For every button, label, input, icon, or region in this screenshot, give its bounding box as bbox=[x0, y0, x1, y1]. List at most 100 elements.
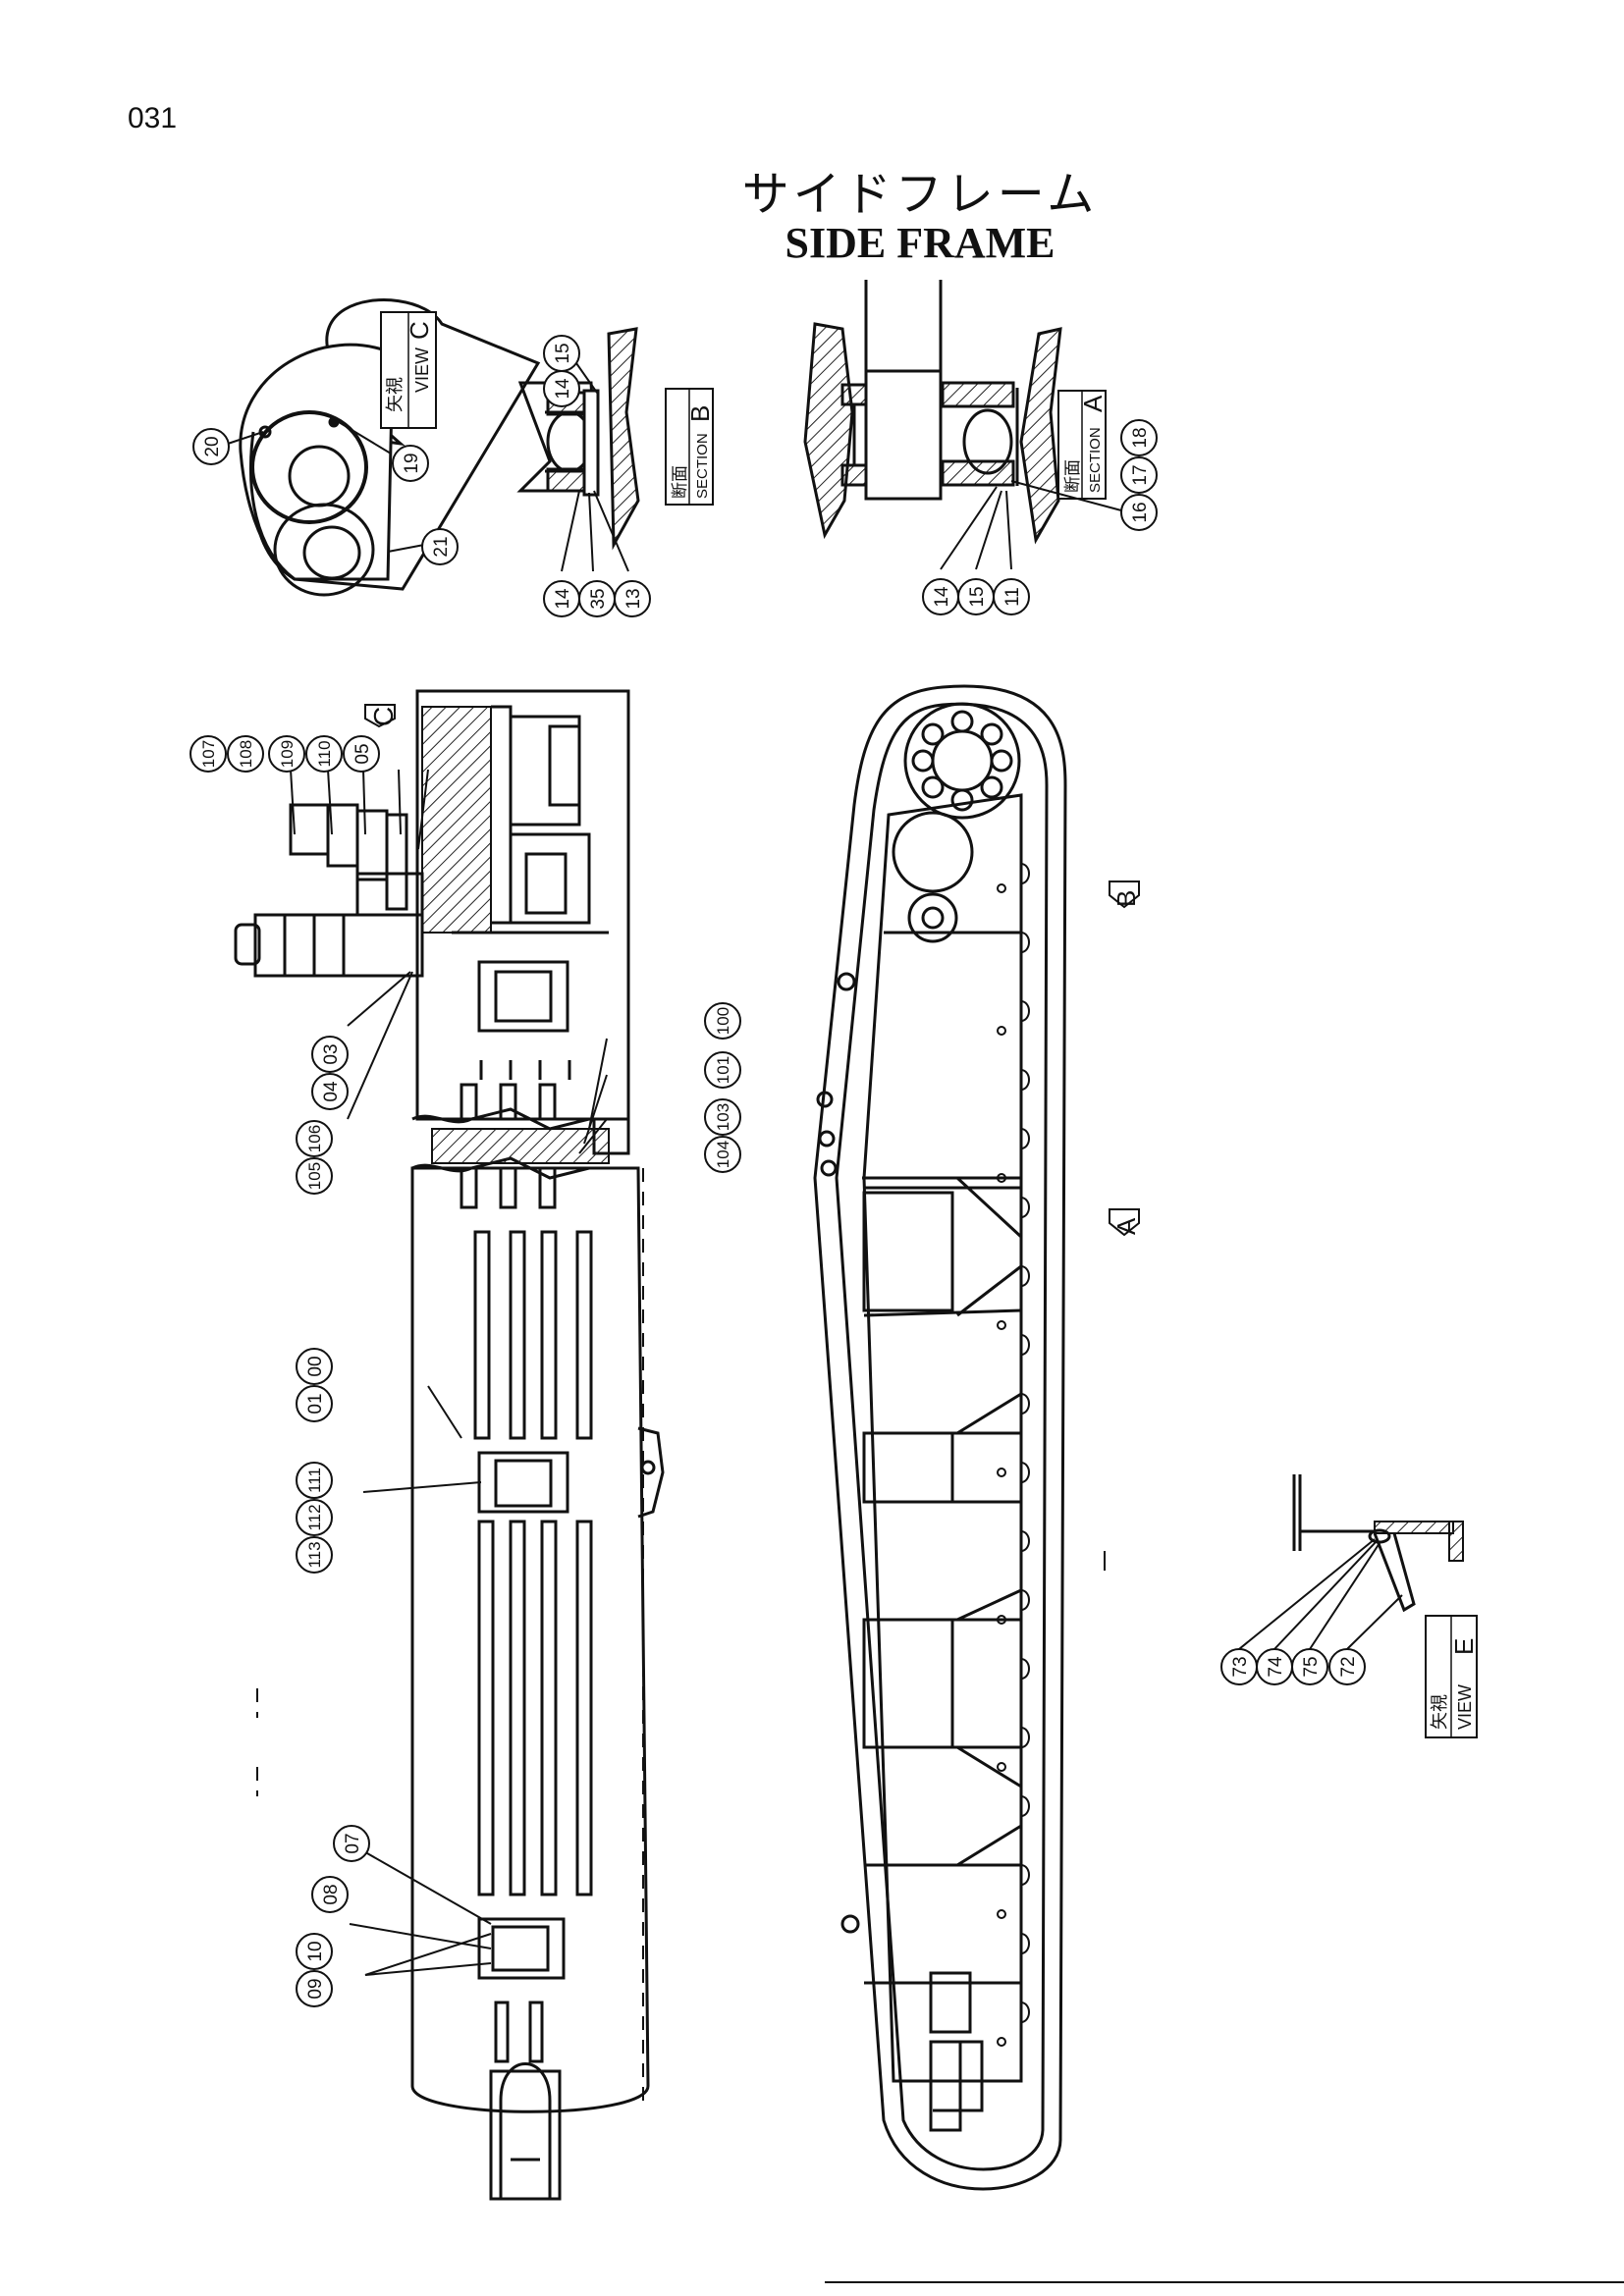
callout-73: 73 bbox=[1220, 1648, 1258, 1685]
svg-text:17: 17 bbox=[1130, 464, 1151, 485]
section-a-jp: 断面 bbox=[1063, 459, 1082, 493]
callout-103: 103 bbox=[704, 1098, 741, 1136]
callout-109: 109 bbox=[268, 735, 305, 773]
arrow-a-letter: A bbox=[1111, 1217, 1141, 1235]
side-frame-top-view bbox=[234, 689, 665, 2201]
page-number: 031 bbox=[128, 102, 178, 134]
callout-108: 108 bbox=[227, 735, 264, 773]
svg-text:109: 109 bbox=[278, 740, 297, 768]
callout-74: 74 bbox=[1256, 1648, 1293, 1685]
svg-text:108: 108 bbox=[237, 740, 255, 768]
centerlines bbox=[256, 691, 644, 2101]
view-e-callout-balloons: 73 74 75 72 bbox=[1220, 1648, 1366, 1685]
svg-text:20: 20 bbox=[202, 436, 223, 456]
svg-text:74: 74 bbox=[1266, 1656, 1286, 1678]
callout-08: 08 bbox=[311, 1876, 349, 1913]
svg-text:16: 16 bbox=[1130, 502, 1151, 522]
svg-text:07: 07 bbox=[343, 1833, 363, 1853]
callout-113: 113 bbox=[296, 1536, 333, 1574]
callout-35: 35 bbox=[578, 580, 616, 617]
view-c-arrow: C bbox=[364, 704, 399, 728]
svg-text:113: 113 bbox=[305, 1541, 324, 1568]
callout-100: 100 bbox=[704, 1002, 741, 1040]
svg-text:15: 15 bbox=[967, 586, 988, 607]
callout-18: 18 bbox=[1120, 419, 1158, 456]
view-c-label: 矢視 VIEW C bbox=[380, 311, 437, 429]
callout-14: 14 bbox=[922, 578, 959, 615]
svg-text:105: 105 bbox=[305, 1162, 324, 1190]
svg-text:08: 08 bbox=[321, 1884, 342, 1904]
svg-text:00: 00 bbox=[305, 1356, 326, 1376]
svg-text:14: 14 bbox=[932, 586, 952, 608]
callout-14: 14 bbox=[543, 580, 580, 617]
frame-leaders bbox=[290, 769, 608, 1976]
svg-text:100: 100 bbox=[714, 1007, 732, 1035]
callout-17: 17 bbox=[1120, 456, 1158, 494]
section-a-arrow: A bbox=[1109, 1208, 1141, 1237]
svg-text:13: 13 bbox=[623, 588, 644, 609]
svg-text:15: 15 bbox=[553, 343, 573, 363]
section-a-drawing bbox=[803, 280, 1062, 545]
svg-text:110: 110 bbox=[315, 740, 334, 767]
svg-text:03: 03 bbox=[321, 1043, 342, 1064]
svg-text:11: 11 bbox=[1002, 587, 1023, 607]
svg-text:106: 106 bbox=[305, 1125, 324, 1152]
section-b-drawing bbox=[516, 327, 640, 551]
section-b-en: SECTION bbox=[694, 433, 711, 499]
callout-16: 16 bbox=[1120, 494, 1158, 531]
svg-text:14: 14 bbox=[553, 378, 573, 400]
svg-text:73: 73 bbox=[1230, 1656, 1251, 1677]
view-e-en: VIEW bbox=[1455, 1684, 1475, 1730]
callout-13: 13 bbox=[614, 580, 651, 617]
callout-14: 14 bbox=[543, 370, 580, 407]
view-e-leaders bbox=[1238, 1538, 1403, 1650]
frame-callout-balloons: 107 108 109 110 05 04 03 105 106 100 10 1… bbox=[189, 735, 741, 2007]
svg-text:72: 72 bbox=[1338, 1656, 1359, 1677]
callout-05: 05 bbox=[343, 735, 380, 773]
callout-72: 72 bbox=[1328, 1648, 1366, 1685]
callout-104: 104 bbox=[704, 1136, 741, 1173]
callout-00: 00 bbox=[296, 1348, 333, 1385]
callout-04: 04 bbox=[311, 1073, 349, 1110]
svg-text:112: 112 bbox=[305, 1504, 324, 1530]
arrow-c-letter: C bbox=[368, 707, 399, 726]
svg-text:01: 01 bbox=[305, 1393, 326, 1414]
side-frame-side-view bbox=[813, 684, 1067, 2191]
callout-105: 105 bbox=[296, 1157, 333, 1195]
callout-20: 20 bbox=[192, 428, 230, 465]
svg-text:103: 103 bbox=[714, 1103, 732, 1131]
section-a-leaders bbox=[940, 480, 1122, 570]
arrow-b-letter: B bbox=[1111, 890, 1141, 907]
section-b-callout-balloons: 14 15 14 35 13 bbox=[543, 335, 651, 617]
side-view-rollers bbox=[997, 863, 1030, 2047]
svg-text:04: 04 bbox=[321, 1081, 342, 1102]
svg-text:35: 35 bbox=[588, 588, 609, 609]
view-c-jp: 矢視 bbox=[385, 377, 405, 412]
svg-text:107: 107 bbox=[199, 740, 218, 768]
callout-11: 11 bbox=[993, 578, 1030, 615]
svg-text:21: 21 bbox=[431, 536, 452, 557]
view-c-letter: C bbox=[405, 321, 434, 340]
callout-106: 106 bbox=[296, 1120, 333, 1157]
view-e-letter: E bbox=[1449, 1638, 1479, 1655]
view-e-drawing bbox=[1292, 1474, 1464, 1613]
section-b-arrow: B bbox=[1109, 881, 1141, 909]
section-a-callout-balloons: 16 17 18 14 15 11 bbox=[922, 419, 1158, 615]
callout-09: 09 bbox=[296, 1970, 333, 2007]
callout-75: 75 bbox=[1291, 1648, 1328, 1685]
svg-text:09: 09 bbox=[305, 1978, 326, 1999]
title-japanese: サイドフレーム bbox=[741, 167, 1099, 222]
svg-text:14: 14 bbox=[553, 588, 573, 610]
callout-110: 110 bbox=[305, 735, 343, 773]
view-c-callout-balloons: 20 19 21 bbox=[192, 428, 459, 565]
view-e-jp: 矢視 bbox=[1430, 1694, 1449, 1730]
callout-111: 111 bbox=[296, 1462, 333, 1499]
section-a-en: SECTION bbox=[1087, 427, 1104, 493]
callout-21: 21 bbox=[421, 528, 459, 565]
svg-text:18: 18 bbox=[1130, 427, 1151, 448]
view-e-label: 矢視 VIEW E bbox=[1425, 1615, 1479, 1738]
callout-10: 10 bbox=[296, 1933, 333, 1970]
view-c-drawing bbox=[239, 298, 541, 597]
section-b-jp: 断面 bbox=[671, 465, 689, 499]
